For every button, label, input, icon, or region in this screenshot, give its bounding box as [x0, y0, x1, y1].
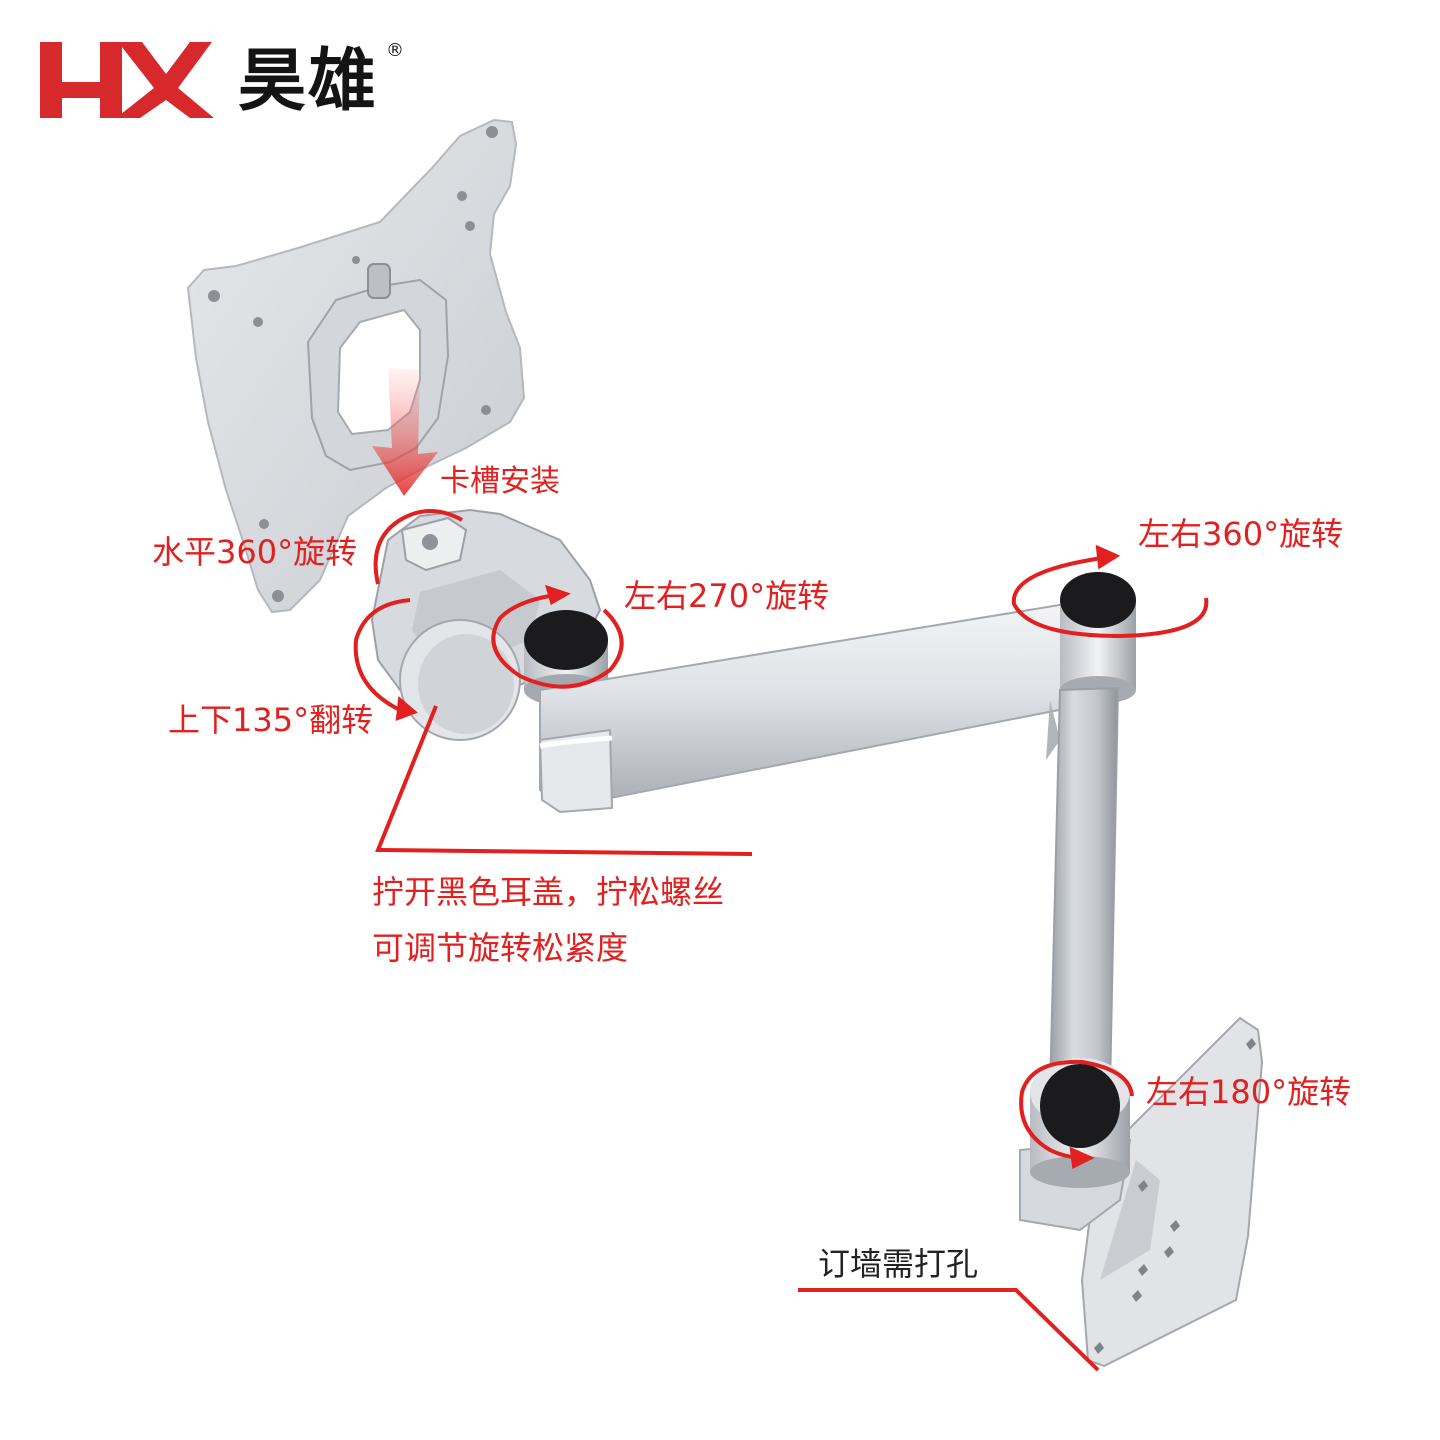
callout-horizontal-360: 水平360°旋转	[152, 533, 358, 571]
callout-adjust-line1: 拧开黑色耳盖，拧松螺丝	[372, 873, 725, 911]
callout-slot-install: 卡槽安装	[440, 464, 560, 499]
callout-lr-270: 左右270°旋转	[624, 577, 830, 615]
brand-logo: 昊雄 ®	[38, 38, 418, 128]
brand-name: 昊雄	[238, 42, 379, 121]
callout-lr-180: 左右180°旋转	[1146, 1073, 1352, 1111]
vesa-plate	[186, 118, 526, 614]
callout-ud-135: 上下135°翻转	[168, 701, 374, 739]
callout-wall-drill: 订墙需打孔	[818, 1245, 979, 1283]
circular-arrow-icon	[1011, 554, 1209, 639]
wall-bracket	[1019, 1016, 1264, 1368]
circular-arrow-icon	[373, 509, 463, 585]
brand-logo-mark	[40, 42, 214, 118]
callout-lr-360: 左右360°旋转	[1138, 515, 1344, 553]
vertical-arm	[1048, 686, 1120, 1094]
registered-mark: ®	[386, 40, 404, 61]
leader-line	[798, 1288, 1100, 1372]
callout-adjust-line2: 可调节旋转松紧度	[372, 929, 629, 967]
annotation-graphics	[353, 509, 1209, 1372]
logo-letter-h	[40, 42, 122, 118]
horizontal-arm	[538, 598, 1122, 814]
circular-arrow-icon	[1019, 1059, 1134, 1160]
down-arrow-icon	[372, 368, 438, 496]
circular-arrow-icon	[491, 592, 624, 689]
leader-line	[375, 705, 753, 856]
logo-letter-x	[116, 42, 214, 118]
tilt-head-joint	[370, 508, 608, 741]
